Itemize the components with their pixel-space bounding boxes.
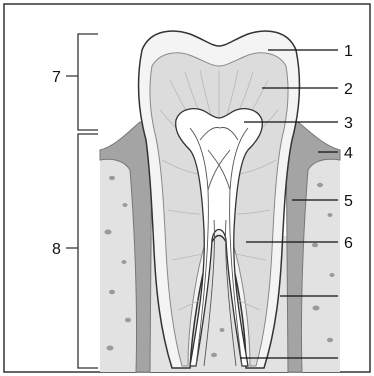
label-4: 4 <box>344 145 353 162</box>
label-6: 6 <box>344 235 353 252</box>
label-1: 1 <box>344 43 353 60</box>
label-8: 8 <box>52 241 61 258</box>
label-3: 3 <box>344 115 353 132</box>
label-7: 7 <box>52 69 61 86</box>
label-5: 5 <box>344 193 353 210</box>
label-2: 2 <box>344 81 353 98</box>
